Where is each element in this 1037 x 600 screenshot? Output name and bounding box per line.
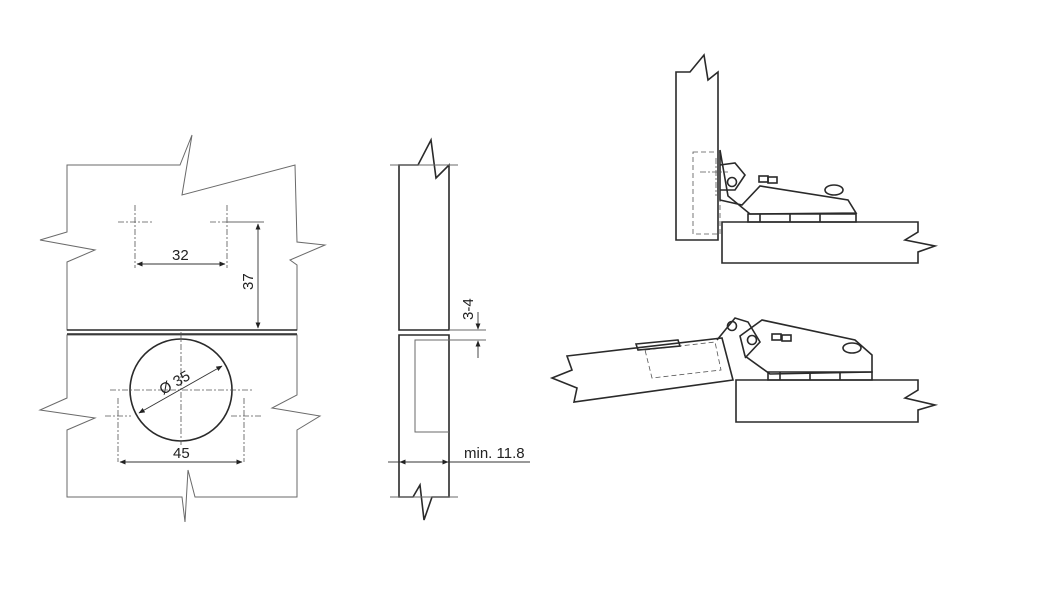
closed-hinge-arm: [719, 149, 858, 215]
open-cabinet-side: [735, 379, 939, 423]
open-pivot-icon: [726, 320, 738, 332]
dim-thickness-label: min. 11.8: [464, 445, 525, 462]
open-adjust-screw-2: [781, 334, 792, 342]
cup-recess: [414, 339, 449, 433]
side-section-view: 3-4 min. 11.8: [388, 137, 530, 521]
open-hinge-plate-front: [634, 339, 682, 351]
dim-gap-label: 3-4: [460, 298, 477, 320]
door-board-outline: [38, 334, 322, 523]
cabinet-side-upper: [398, 137, 450, 331]
dim-45-label: 45: [173, 445, 190, 462]
hinge-closed-view: [675, 53, 939, 264]
dim-diameter-label: Ø 35: [157, 367, 194, 398]
open-hinge-link: [716, 317, 761, 359]
open-cup: [644, 341, 722, 379]
closed-adjust-screw: [758, 175, 769, 183]
open-hinge-arm: [739, 319, 873, 375]
closed-mounting-plate: [747, 213, 857, 223]
closed-hinge-link: [719, 162, 746, 191]
closed-screw-head: [824, 184, 844, 196]
open-door-panel: [549, 337, 735, 403]
upper-board-outline: [39, 134, 327, 331]
closed-pivot-icon: [726, 176, 738, 188]
open-mounting-plate: [767, 371, 873, 381]
door-side-lower: [398, 334, 450, 521]
dim-diameter-line: [138, 365, 223, 414]
open-pivot-icon-2: [746, 334, 758, 346]
closed-door-panel: [675, 53, 719, 241]
open-screw-head: [842, 342, 862, 354]
dim-32-label: 32: [172, 247, 189, 264]
closed-adjust-screw-2: [767, 176, 778, 184]
hinge-open-view: [549, 317, 939, 423]
closed-cup: [692, 151, 721, 235]
open-adjust-screw: [771, 333, 782, 341]
closed-cabinet-side: [721, 221, 939, 264]
front-view: 32 37 Ø 35 45: [38, 134, 327, 523]
dim-37-label: 37: [240, 273, 257, 290]
